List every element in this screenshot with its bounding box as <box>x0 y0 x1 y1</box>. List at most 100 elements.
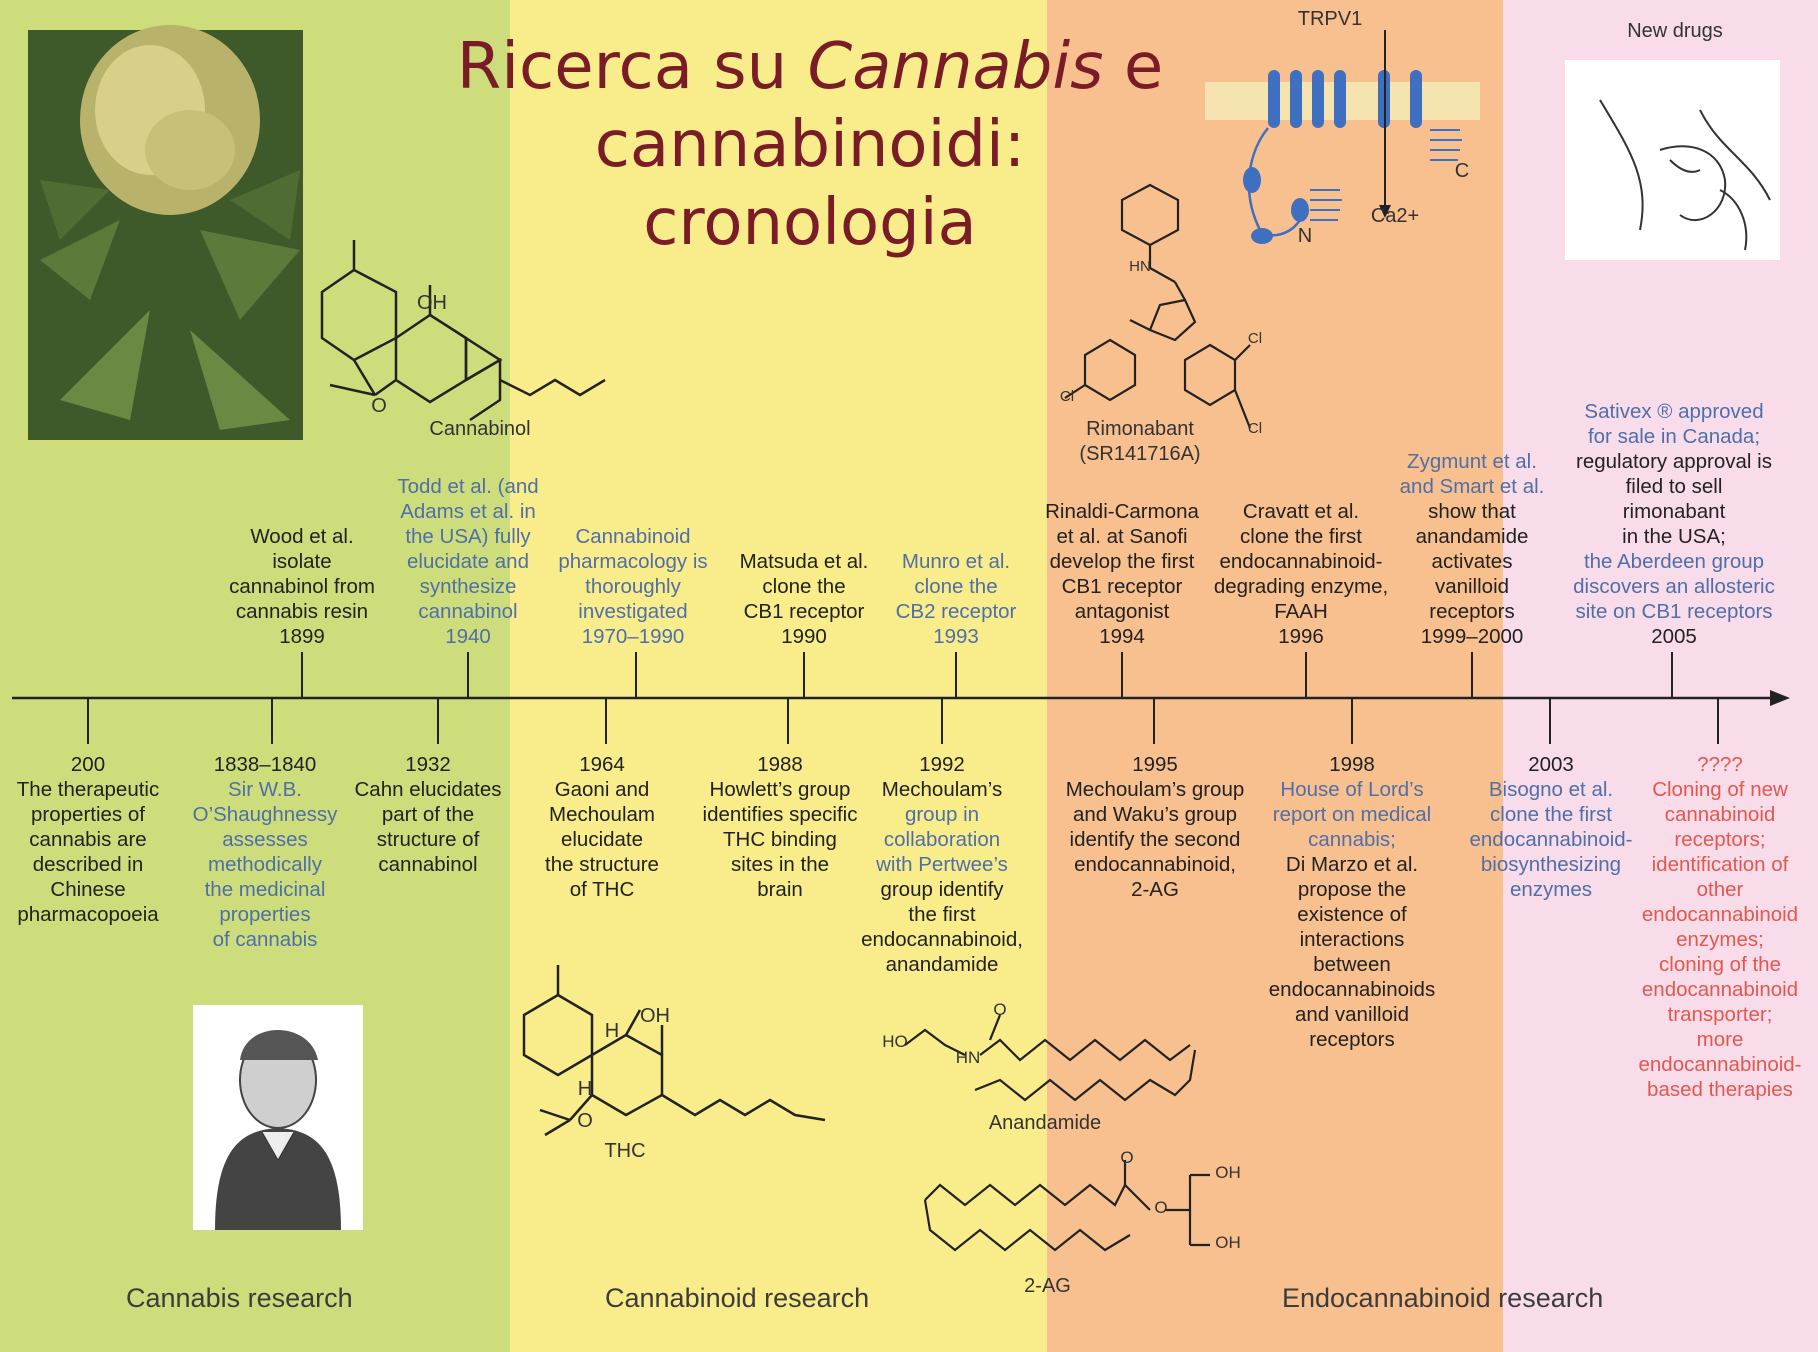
event-text: transporter; <box>1667 1003 1773 1026</box>
event-text: clone the first <box>1490 803 1612 826</box>
c-terminus-label: C <box>1454 160 1470 182</box>
event-text: Di Marzo et al. <box>1285 853 1419 876</box>
event-text: FAAH <box>1274 600 1328 623</box>
event-date: 1988 <box>757 753 803 776</box>
event-text: brain <box>757 878 803 901</box>
event-2003: 2003 Bisogno et al. clone the first endo… <box>1456 752 1646 902</box>
event-text: clone the <box>914 575 998 598</box>
event-text: filed to sell <box>1625 475 1723 498</box>
event-text: CB1 receptor <box>743 600 865 623</box>
era-label-endocannabinoid: Endocannabinoid research <box>1282 1283 1604 1313</box>
event-text: anandamide <box>1415 525 1529 548</box>
new-drugs-label: New drugs <box>1627 20 1723 42</box>
event-text: anandamide <box>885 953 999 976</box>
event-text: existence of <box>1297 903 1407 926</box>
o-label: O <box>371 395 387 417</box>
event-text: The therapeutic <box>16 778 160 801</box>
event-date: 2003 <box>1528 753 1574 776</box>
event-text: propose the <box>1297 878 1407 901</box>
event-text: the first <box>908 903 976 926</box>
event-text: in the USA; <box>1622 525 1726 548</box>
event-text: and vanilloid <box>1295 1003 1409 1026</box>
o-label: O <box>1154 1198 1168 1217</box>
thc-label: THC <box>604 1140 646 1162</box>
cl-label: Cl <box>1059 388 1075 405</box>
event-text: cloning of the <box>1659 953 1781 976</box>
event-text: et al. at Sanofi <box>1056 525 1188 548</box>
event-text: of cannabis <box>212 928 318 951</box>
event-text: site on CB1 receptors <box>1575 600 1773 623</box>
rimonabant-code-label: (SR141716A) <box>1079 443 1201 465</box>
event-text: the USA) fully <box>405 525 531 548</box>
event-text: activates <box>1431 550 1513 573</box>
event-text: CB1 receptor <box>1061 575 1183 598</box>
two-ag-structure <box>923 1160 1210 1252</box>
event-text: cannabinol from <box>229 575 375 598</box>
n-terminus-label: N <box>1297 225 1313 247</box>
event-text: endocannabinoid- <box>1219 550 1383 573</box>
event-text: between <box>1313 953 1391 976</box>
title-part: Ricerca su <box>456 30 808 104</box>
event-text: Cannabinoid <box>575 525 691 548</box>
event-1838-1840: 1838–1840 Sir W.B. O’Shaughnessy assesse… <box>177 752 353 952</box>
event-date: 1990 <box>781 625 827 648</box>
era-label-cannabis: Cannabis research <box>126 1283 353 1313</box>
timeline-axis <box>12 652 1790 744</box>
event-1992: 1992 Mechoulam’s group in collaboration … <box>847 752 1037 977</box>
event-text: group identify <box>880 878 1004 901</box>
event-text: Howlett’s group <box>709 778 851 801</box>
hn-label: HN <box>955 1048 981 1067</box>
event-date: 1993 <box>933 625 979 648</box>
event-text: clone the first <box>1240 525 1362 548</box>
event-text: thoroughly <box>585 575 681 598</box>
event-text: described in <box>32 853 144 876</box>
event-1993: Munro et al. clone the CB2 receptor 1993 <box>881 549 1031 649</box>
anandamide-structure <box>904 1014 1197 1102</box>
o-label: O <box>577 1110 593 1132</box>
event-1932: 1932 Cahn elucidates part of the structu… <box>343 752 513 877</box>
event-text: cannabinol <box>378 853 478 876</box>
event-text: assesses <box>222 828 308 851</box>
event-text: enzymes; <box>1676 928 1764 951</box>
event-text: cannabis; <box>1308 828 1396 851</box>
trpv1-receptor-diagram <box>1205 30 1480 244</box>
event-text: pharmacopoeia <box>17 903 159 926</box>
h-label: H <box>604 1020 620 1042</box>
event-1990: Matsuda et al. clone the CB1 receptor 19… <box>719 549 889 649</box>
event-text: Sir W.B. <box>227 778 303 801</box>
event-date: 200 <box>70 753 106 776</box>
event-text: Rinaldi-Carmona <box>1045 500 1199 523</box>
event-text: antagonist <box>1074 600 1170 623</box>
ho-label: HO <box>882 1032 908 1051</box>
event-text: Chinese <box>50 878 126 901</box>
event-text: rimonabant <box>1622 500 1726 523</box>
event-text: elucidate <box>560 828 644 851</box>
event-date: 1838–1840 <box>213 753 317 776</box>
event-text: the structure <box>545 853 659 876</box>
event-text: O’Shaughnessy <box>192 803 338 826</box>
event-text: Zygmunt et al. <box>1407 450 1537 473</box>
calcium-label: Ca2+ <box>1370 205 1420 227</box>
trpv1-label: TRPV1 <box>1297 8 1363 30</box>
event-text: endocannabinoid, <box>861 928 1023 951</box>
event-text: enzymes <box>1509 878 1593 901</box>
event-text: clone the <box>762 575 846 598</box>
event-text: other <box>1696 878 1744 901</box>
title-line-3: cronologia <box>643 186 977 260</box>
event-date: 1899 <box>279 625 325 648</box>
event-text: biosynthesizing <box>1480 853 1622 876</box>
event-text: elucidate and <box>407 550 529 573</box>
event-1940: Todd et al. (and Adams et al. in the USA… <box>378 474 558 649</box>
two-ag-label: 2-AG <box>1024 1275 1071 1297</box>
event-text: Mechoulam’s group <box>1065 778 1245 801</box>
event-text: endocannabinoid- <box>1638 1053 1802 1076</box>
rimonabant-structure <box>1064 183 1252 429</box>
event-text: endocannabinoid <box>1641 978 1799 1001</box>
cannabinoid-research-band <box>510 0 1047 1352</box>
event-text: sites in the <box>731 853 829 876</box>
event-200: 200 The therapeutic properties of cannab… <box>3 752 173 927</box>
event-text: regulatory approval is <box>1576 450 1772 473</box>
event-text: structure of <box>376 828 480 851</box>
event-text: collaboration <box>883 828 1001 851</box>
